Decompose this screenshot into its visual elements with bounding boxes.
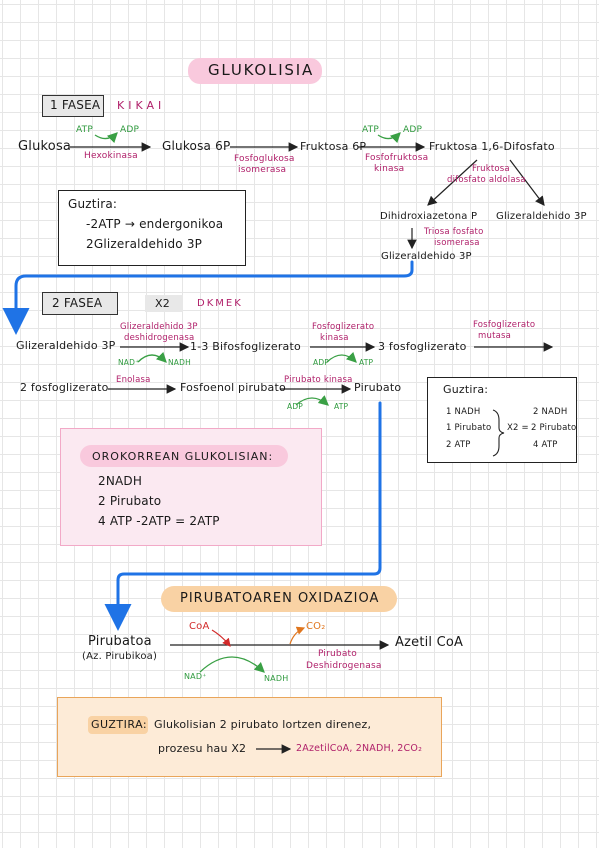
adp-4: ADP bbox=[287, 402, 304, 411]
phase2-summary-title: Guztira: bbox=[443, 383, 489, 396]
phase1-label-box bbox=[42, 95, 104, 117]
coa: CoA bbox=[189, 621, 210, 632]
nad-ox: NAD⁺ bbox=[184, 672, 207, 681]
overall-title-highlight bbox=[80, 445, 288, 467]
glukosa: Glukosa bbox=[18, 139, 72, 154]
adp-1: ADP bbox=[120, 125, 140, 135]
enzyme-fosfoglizerato-kinasa-line1: Fosfoglizerato bbox=[312, 322, 375, 332]
phase1-summary-line2: 2Glizeraldehido 3P bbox=[86, 237, 203, 251]
overall-line-3: 4 ATP -2ATP = 2ATP bbox=[98, 514, 220, 528]
glizeraldehido-3p-phase2: Glizeraldehido 3P bbox=[16, 339, 116, 352]
isomerasa-1: isomerasa bbox=[238, 165, 287, 175]
fruktosa-6p: Fruktosa 6P bbox=[300, 140, 367, 153]
overall-title: OROKORREAN GLUKOLISIAN: bbox=[92, 450, 274, 463]
pirubato-deshidrogenasa-line2: Deshidrogenasa bbox=[306, 661, 382, 671]
pirubatoa: Pirubatoa bbox=[88, 634, 152, 649]
fruktosa-16-difosfato: Fruktosa 1,6-Difosfato bbox=[429, 140, 555, 153]
final-line-2: prozesu hau X2 bbox=[158, 742, 247, 755]
overall-line-1: 2NADH bbox=[98, 474, 143, 488]
title-highlight bbox=[188, 58, 322, 84]
enolasa: Enolasa bbox=[116, 375, 151, 385]
fosfoenol-pirubato: Fosfoenol pirubato bbox=[180, 381, 286, 394]
pirubato: Pirubato bbox=[354, 381, 402, 394]
arrow-f16-dhap bbox=[427, 159, 478, 206]
phase1-summary-title: Guztira: bbox=[68, 197, 118, 211]
summary-bracket bbox=[492, 409, 505, 457]
curve-atp-adp-2 bbox=[377, 132, 401, 144]
atp-2: ATP bbox=[362, 125, 379, 135]
curve-nad-nadh-ox bbox=[199, 656, 265, 673]
phase2-summary-right-3: 4 ATP bbox=[533, 440, 558, 450]
enzyme-g3p-dh-line2: deshidrogenasa bbox=[124, 333, 195, 343]
triosa-isomerasa: isomerasa bbox=[434, 238, 480, 248]
final-result: 2AzetilCoA, 2NADH, 2CO₂ bbox=[296, 743, 423, 754]
enzyme-mutasa-line2: mutasa bbox=[478, 331, 512, 341]
arrow-f16-g3p bbox=[509, 159, 545, 206]
glizeraldehido-3p-right: Glizeraldehido 3P bbox=[496, 211, 587, 222]
glizeraldehido-3p-bottom: Glizeraldehido 3P bbox=[381, 251, 472, 262]
fosfoglukosa: Fosfoglukosa bbox=[234, 154, 295, 164]
enzyme-g3p-dh-line1: Glizeraldehido 3P bbox=[120, 322, 198, 332]
fosfofruktosa: Fosfofruktosa bbox=[365, 153, 429, 163]
bifosfoglizerato: 1-3 Bifosfoglizerato bbox=[190, 340, 301, 353]
page-title: GLUKOLISIA bbox=[208, 61, 315, 79]
phase2-summary-right-2: 2 Pirubato bbox=[531, 423, 577, 433]
pirubato-deshidrogenasa-line1: Pirubato bbox=[318, 649, 357, 659]
azetil-coa: Azetil CoA bbox=[395, 635, 464, 650]
overall-line-2: 2 Pirubato bbox=[98, 494, 162, 508]
nadh-ox: NADH bbox=[264, 674, 289, 683]
enzyme-fosfoglizerato-kinasa-line2: kinasa bbox=[320, 333, 349, 343]
phase2-label: 2 FASEA bbox=[52, 296, 103, 310]
final-label: GUZTIRA: bbox=[91, 718, 148, 731]
hexokinasa: Hexokinasa bbox=[84, 151, 138, 161]
x2-highlight bbox=[145, 295, 183, 312]
curve-adp-atp-2 bbox=[295, 395, 329, 406]
pirubato-kinasa: Pirubato kinasa bbox=[284, 375, 353, 385]
final-line-1: Glukolisian 2 pirubato lortzen direnez, bbox=[154, 718, 372, 731]
phase2-summary-left-2: 1 Pirubato bbox=[446, 423, 492, 433]
curve-adp-atp-1 bbox=[326, 351, 357, 363]
nad-1: NAD⁺ bbox=[118, 358, 140, 367]
oxidation-title-highlight bbox=[161, 586, 397, 612]
phase2-summary-left-1: 1 NADH bbox=[446, 407, 481, 417]
curve-nad-nadh-1 bbox=[137, 351, 167, 363]
adp-3: ADP bbox=[313, 358, 330, 367]
phase2-label-box bbox=[42, 292, 118, 315]
phase1-summary-line1: -2ATP → endergonikoa bbox=[86, 217, 224, 231]
phase2-x2: X2 bbox=[155, 297, 170, 310]
aldolasa-line2: difosfato aldolasa bbox=[447, 175, 526, 185]
phase1-summary-box bbox=[58, 190, 246, 266]
blue-connector-phase1-phase2 bbox=[2, 260, 414, 335]
phase2-summary-box bbox=[427, 377, 577, 463]
phase2-summary-left-3: 2 ATP bbox=[446, 440, 471, 450]
phase1-label: 1 FASEA bbox=[50, 98, 101, 112]
2-fosfoglizerato: 2 fosfoglizerato bbox=[20, 381, 109, 394]
enzyme-mutasa-line1: Fosfoglizerato bbox=[473, 320, 536, 330]
final-box bbox=[57, 697, 442, 777]
phase1-note: KIKAI bbox=[117, 99, 166, 112]
kinasa-1: kinasa bbox=[374, 164, 405, 174]
azido-pirubikoa: (Az. Pirubikoa) bbox=[82, 651, 158, 662]
curve-coa bbox=[211, 629, 231, 647]
blue-connector-phase2-oxidation bbox=[104, 401, 382, 631]
glukosa-6p: Glukosa 6P bbox=[162, 139, 231, 153]
3-fosfoglizerato: 3 fosfoglizerato bbox=[378, 340, 467, 353]
aldolasa-line1: Fruktosa bbox=[472, 164, 510, 174]
dihidroxiazetona-p: Dihidroxiazetona P bbox=[380, 211, 478, 222]
atp-4: ATP bbox=[334, 402, 349, 411]
atp-1: ATP bbox=[76, 125, 93, 135]
co2: CO₂ bbox=[306, 621, 326, 632]
curve-co2 bbox=[289, 626, 306, 645]
phase2-note: DKMEK bbox=[197, 298, 243, 309]
phase2-summary-mult: X2 = bbox=[507, 423, 529, 433]
nadh-1: NADH bbox=[168, 358, 191, 367]
adp-2: ADP bbox=[403, 125, 423, 135]
final-label-highlight bbox=[88, 716, 148, 734]
triosa-fosfato: Triosa fosfato bbox=[424, 227, 484, 237]
phase2-summary-right-1: 2 NADH bbox=[533, 407, 568, 417]
atp-3: ATP bbox=[359, 358, 374, 367]
curve-atp-adp-1 bbox=[94, 132, 118, 144]
oxidation-title: PIRUBATOAREN OXIDAZIOA bbox=[180, 591, 380, 606]
